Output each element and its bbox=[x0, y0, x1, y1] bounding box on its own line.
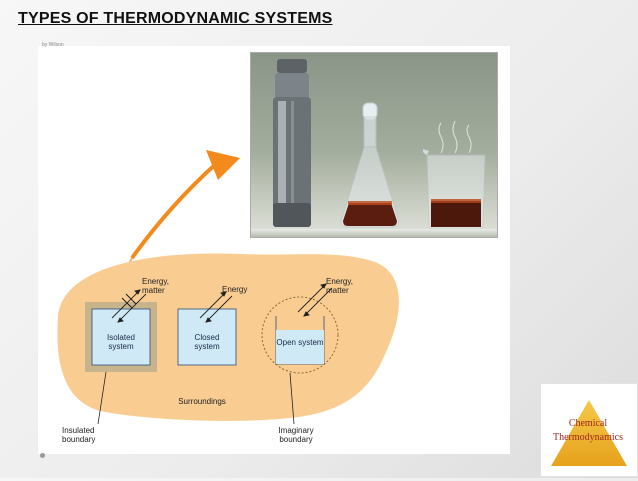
isolated-system-label: Isolated system bbox=[106, 333, 136, 351]
open-system bbox=[261, 296, 339, 374]
imaginary-boundary-leader bbox=[289, 372, 295, 425]
containers-photo bbox=[250, 52, 498, 238]
stoppered-flask bbox=[340, 102, 400, 228]
closed-system bbox=[177, 308, 237, 366]
open-system-label: Open system bbox=[276, 338, 324, 347]
imaginary-boundary-label: Imaginary boundary bbox=[278, 426, 314, 444]
bullet-dot bbox=[40, 453, 45, 458]
isolated-arrow-label: Energy, matter bbox=[142, 277, 169, 295]
isolated-exchange-arrows bbox=[111, 289, 147, 323]
insulated-boundary-leader bbox=[97, 371, 107, 425]
open-arrow-label: Energy, matter bbox=[326, 277, 353, 295]
open-beaker bbox=[422, 120, 486, 230]
insulated-boundary-label: Insulated boundary bbox=[62, 426, 96, 444]
closed-system-label: Closed system bbox=[194, 333, 220, 351]
closed-exchange-arrows bbox=[199, 291, 233, 323]
orange-pointer-arrow bbox=[125, 150, 240, 271]
thermos-flask bbox=[273, 59, 311, 227]
slide-title: TYPES OF THERMODYNAMIC SYSTEMS bbox=[18, 10, 333, 27]
closed-arrow-label: Energy bbox=[222, 285, 248, 294]
figure-caption: by Wilson bbox=[42, 42, 64, 48]
brand-line-2: Thermodynamics bbox=[553, 432, 623, 443]
isolated-system bbox=[85, 302, 157, 372]
triangle-logo-icon bbox=[551, 400, 627, 466]
surroundings-label: Surroundings bbox=[178, 397, 226, 406]
brand-line-1: Chemical bbox=[568, 418, 608, 429]
brand-logo bbox=[540, 383, 638, 477]
containers-photo-art bbox=[273, 59, 486, 230]
shelf bbox=[251, 229, 497, 237]
open-exchange-arrows bbox=[297, 283, 333, 317]
